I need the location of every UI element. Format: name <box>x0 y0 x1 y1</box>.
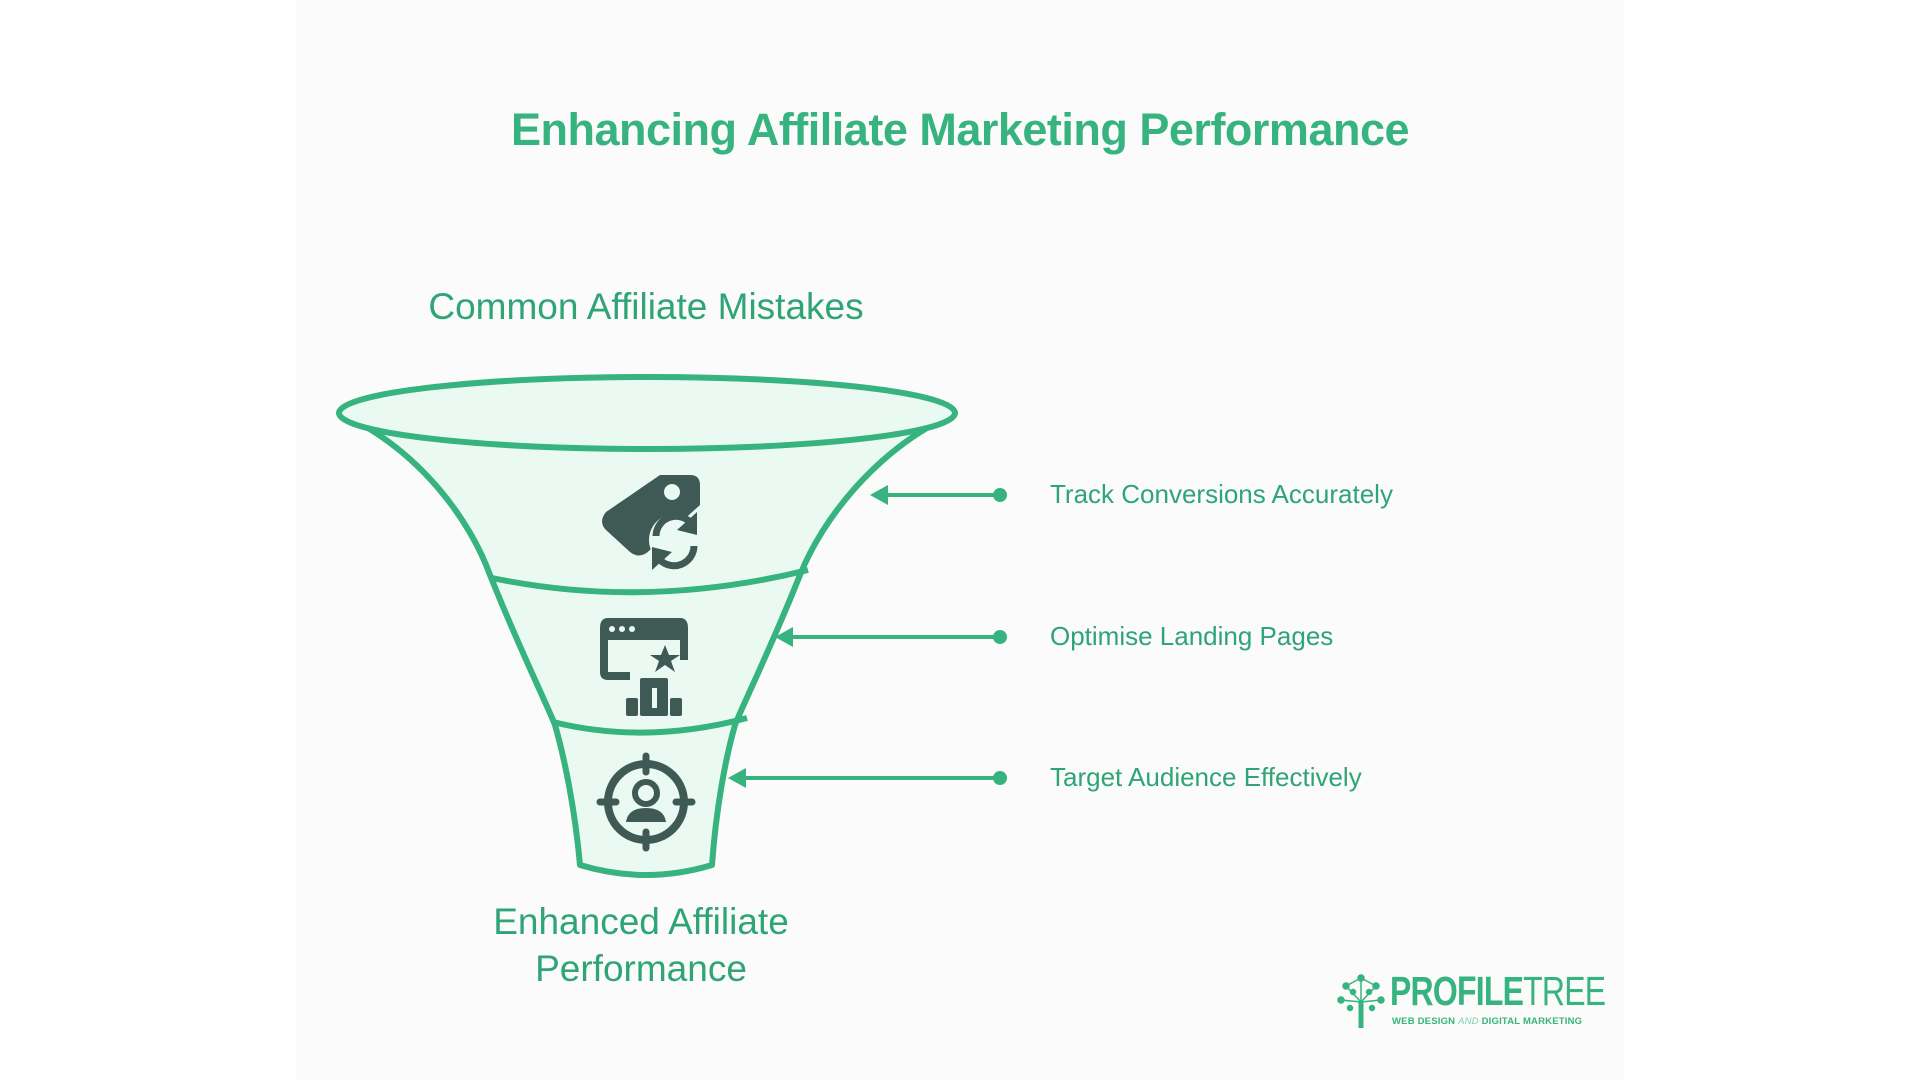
target-user-icon <box>596 752 696 852</box>
profiletree-logo: PROFILETREE WEB DESIGN AND DIGITAL MARKE… <box>1336 968 1606 1034</box>
price-tag-refresh-icon <box>602 475 701 570</box>
logo-wordmark: PROFILETREE <box>1390 968 1606 1015</box>
logo-word-bold: PROFILE <box>1390 968 1524 1014</box>
stage-label-target-audience: Target Audience Effectively <box>1050 762 1362 792</box>
funnel-top-label: Common Affiliate Mistakes <box>428 286 864 327</box>
connector-arrow-2 <box>775 627 1007 647</box>
connector-arrow-3 <box>728 768 1007 788</box>
funnel-bottom-label: Enhanced Affiliate Performance <box>446 898 836 992</box>
stage-label-track-conversions: Track Conversions Accurately <box>1050 479 1393 509</box>
logo-tag-part1: WEB DESIGN <box>1392 1016 1459 1027</box>
logo-word-light: TREE <box>1523 968 1606 1014</box>
funnel-bottom-label-line2: Performance <box>535 948 747 989</box>
page-title: Enhancing Affiliate Marketing Performanc… <box>510 104 1410 155</box>
stage-label-optimise-landing-pages: Optimise Landing Pages <box>1050 621 1334 651</box>
funnel-divider-1 <box>491 567 809 596</box>
funnel-rim <box>336 374 958 452</box>
logo-tagline: WEB DESIGN AND DIGITAL MARKETING <box>1392 1016 1582 1027</box>
funnel-divider-2 <box>552 715 748 736</box>
funnel-bottom-label-line1: Enhanced Affiliate <box>493 901 789 942</box>
connector-arrow-1 <box>870 485 1007 505</box>
logo-tag-and: AND <box>1458 1016 1479 1027</box>
tree-icon <box>1337 974 1385 1028</box>
web-page-star-podium-icon <box>600 618 688 716</box>
logo-tag-part2: DIGITAL MARKETING <box>1478 1016 1583 1027</box>
